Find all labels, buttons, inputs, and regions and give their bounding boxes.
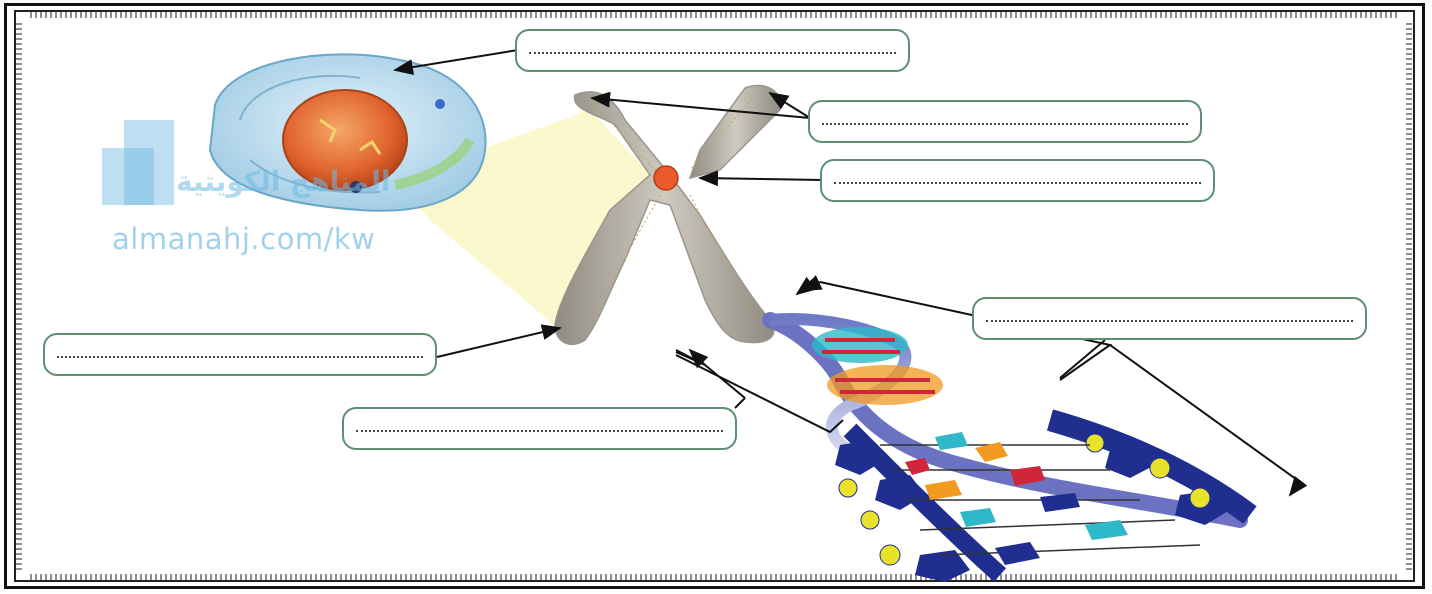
watermark-logo	[102, 120, 182, 205]
blank-line-cell	[529, 52, 896, 56]
blank-line-dna	[986, 320, 1353, 324]
label-box-chromatid[interactable]: ……………………………………………………………	[43, 333, 437, 376]
dna-helix-illustration	[770, 319, 1250, 582]
blank-line-centromere	[834, 182, 1201, 186]
blank-line-chromatid	[57, 356, 423, 360]
arrow-to-cell	[395, 50, 518, 70]
leader-nucleotide-box	[735, 398, 745, 408]
label-box-cell[interactable]: ……………………………………………………………	[515, 29, 910, 72]
arrow-to-chromatid	[437, 328, 560, 357]
label-box-nucleotide[interactable]: ……………………………………………………………	[342, 407, 737, 450]
watermark-arabic: المناهج الكويتية	[176, 165, 390, 198]
blank-line-chromosome-arm	[822, 123, 1188, 127]
label-box-centromere[interactable]: ……………………………………………………………	[820, 159, 1215, 202]
label-box-chromosome-arm[interactable]: ……………………………………………………………	[808, 100, 1202, 143]
leader-dna-box	[1060, 340, 1105, 378]
arrow-to-centromere	[700, 178, 822, 180]
label-box-dna[interactable]: ……………………………………………………………	[972, 297, 1367, 340]
blank-line-nucleotide	[356, 430, 723, 434]
watermark-url: almanahj.com/kw	[112, 222, 375, 256]
